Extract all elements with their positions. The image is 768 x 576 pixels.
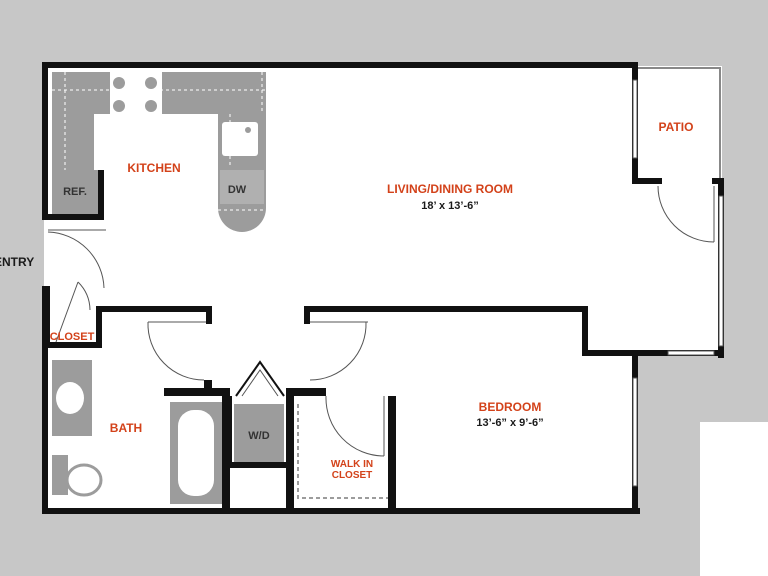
- wd-bifold-door-inner: [241, 369, 279, 397]
- kitchen-label: KITCHEN: [127, 161, 180, 175]
- bedroom-dimensions: 13’-6” x 9’-6”: [476, 417, 543, 429]
- window-bedroom-top: [667, 350, 715, 356]
- wall-closet-top: [286, 388, 326, 396]
- burner-icon: [113, 100, 125, 112]
- wall-closet-right: [96, 306, 102, 348]
- kitchen-sink: [222, 122, 258, 156]
- wall-patio-bottom-left: [632, 178, 662, 184]
- wall-left-upper: [42, 62, 48, 220]
- bath-label: BATH: [110, 421, 142, 435]
- wall-closet-left: [42, 286, 50, 346]
- wd-bifold-door: [235, 360, 285, 397]
- wall-bedroom-step: [582, 306, 588, 356]
- walkin-door-swing: [325, 395, 385, 457]
- window-bedroom: [632, 377, 638, 487]
- refrigerator-label: REF.: [63, 186, 87, 198]
- walkin-closet-label-line1: WALK IN: [331, 459, 373, 470]
- patio-label: PATIO: [659, 120, 694, 134]
- wall-bedroom-top: [304, 306, 588, 312]
- door-swings: [47, 185, 715, 457]
- refrigerator: [52, 170, 98, 214]
- bath-door-swing: [147, 321, 205, 381]
- closet-shelf: [297, 404, 388, 499]
- entry-label: ENTRY: [0, 255, 34, 269]
- living-dimensions: 18’ x 13’-6”: [421, 200, 479, 212]
- wall-left-lower: [42, 288, 48, 514]
- toilet-tank: [52, 455, 68, 495]
- wall-closet-door: [388, 396, 396, 510]
- closet-door-swing: [77, 281, 91, 311]
- patio-frame: [638, 67, 721, 178]
- bathtub-basin: [178, 410, 214, 496]
- faucet-icon: [245, 127, 251, 133]
- wall-wd-corner: [222, 388, 230, 396]
- dishwasher-label: DW: [228, 184, 247, 196]
- wall-closet-bottom: [42, 342, 100, 348]
- wall-top: [42, 62, 638, 68]
- toilet-bowl: [65, 463, 103, 497]
- burner-icon: [145, 77, 157, 89]
- dishwasher: [220, 170, 264, 204]
- bedroom-door-swing: [309, 321, 367, 381]
- closet-label: CLOSET: [50, 331, 95, 343]
- wall-kitchen-return: [42, 214, 104, 220]
- washer-dryer-label: W/D: [248, 430, 269, 442]
- vanity-sink: [56, 382, 84, 414]
- wall-bath-door-jamb: [204, 380, 212, 390]
- living-dining-label: LIVING/DINING ROOM: [387, 182, 513, 196]
- exterior-block: [700, 422, 768, 576]
- patio-door-swing: [657, 185, 715, 243]
- washer-dryer: [234, 404, 284, 462]
- wall-bottom: [42, 508, 640, 514]
- wall-tub-top: [164, 388, 224, 396]
- wall-wd-bottom: [226, 462, 290, 468]
- window-patio: [632, 79, 638, 159]
- closet-door-leaf: [55, 281, 79, 343]
- burner-icon: [113, 77, 125, 89]
- windows: [632, 79, 724, 487]
- wall-bedroom-jamb: [304, 306, 310, 324]
- stove-burners: [113, 77, 157, 112]
- wall-ref-side: [98, 170, 104, 220]
- wall-bath-jamb: [206, 306, 212, 324]
- wall-wd-left: [226, 396, 232, 466]
- wall-wd-right: [286, 388, 294, 510]
- bedroom-label: BEDROOM: [479, 400, 542, 414]
- burner-icon: [145, 100, 157, 112]
- wall-bedroom-top-right: [584, 350, 724, 356]
- walkin-closet-label-line2: CLOSET: [332, 470, 373, 481]
- wall-bath-top: [98, 306, 210, 312]
- floor-area: [44, 65, 722, 510]
- entry-door-swing: [47, 231, 105, 289]
- window-living: [718, 195, 724, 347]
